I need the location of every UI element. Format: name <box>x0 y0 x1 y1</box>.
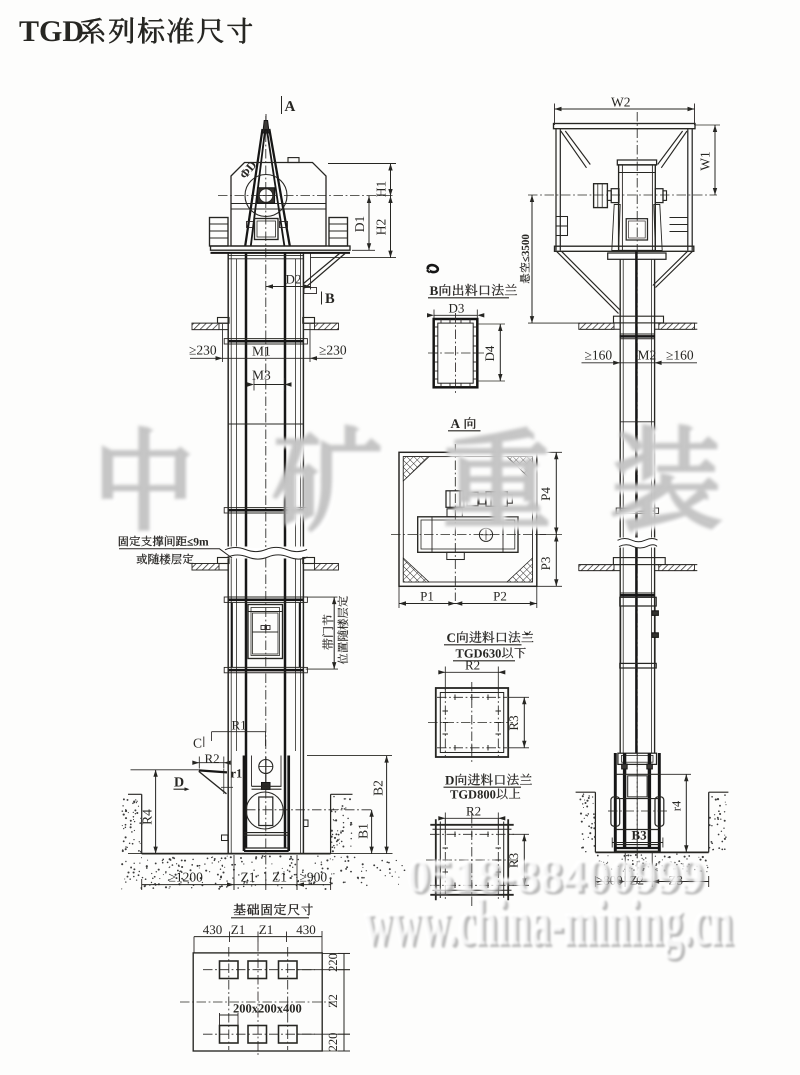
svg-text:D: D <box>174 776 184 791</box>
svg-text:P3: P3 <box>538 557 553 571</box>
svg-text:P2: P2 <box>493 589 507 604</box>
svg-text:R2: R2 <box>466 804 481 819</box>
svg-text:Z3: Z3 <box>669 873 683 888</box>
svg-text:M3: M3 <box>252 368 271 383</box>
svg-text:Z1: Z1 <box>259 922 273 937</box>
svg-text:R2: R2 <box>205 751 220 766</box>
svg-text:M1: M1 <box>252 344 271 359</box>
svg-text:r4: r4 <box>670 800 684 811</box>
svg-text:R3: R3 <box>506 853 521 868</box>
svg-text:P1: P1 <box>420 589 434 604</box>
svg-text:TGD: TGD <box>19 15 84 48</box>
svg-text:220: 220 <box>326 953 340 972</box>
svg-text:R4: R4 <box>140 809 155 825</box>
svg-text:≥160: ≥160 <box>666 348 694 363</box>
svg-text:≥1200: ≥1200 <box>169 870 204 885</box>
svg-text:3500: 3500 <box>520 234 532 257</box>
svg-text:H2: H2 <box>374 219 389 236</box>
svg-text:R2: R2 <box>465 658 480 673</box>
svg-text:B: B <box>325 291 335 307</box>
svg-text:430: 430 <box>203 922 223 937</box>
svg-text:W2: W2 <box>611 95 631 110</box>
svg-text:9m: 9m <box>193 536 209 549</box>
svg-text:www.china-mining.cn: www.china-mining.cn <box>366 888 735 962</box>
svg-text:D: D <box>445 773 454 788</box>
svg-text:C: C <box>447 630 456 645</box>
svg-text:TGD630: TGD630 <box>456 647 502 661</box>
svg-text:≥230: ≥230 <box>319 343 347 358</box>
svg-text:TGD800: TGD800 <box>450 788 496 802</box>
svg-text:≥160: ≥160 <box>585 348 613 363</box>
svg-text:Z1: Z1 <box>272 870 287 885</box>
svg-text:D1: D1 <box>352 216 367 233</box>
svg-text:B: B <box>430 283 439 298</box>
svg-text:0518-88400999: 0518-88400999 <box>406 850 703 902</box>
svg-text:≥900: ≥900 <box>300 870 328 885</box>
svg-text:W1: W1 <box>698 151 713 171</box>
svg-text:B1: B1 <box>356 823 371 839</box>
svg-text:A: A <box>285 99 296 115</box>
svg-text:R3: R3 <box>506 715 521 730</box>
svg-text:Z2: Z2 <box>326 994 340 1008</box>
svg-text:D4: D4 <box>482 345 497 361</box>
svg-text:Z1: Z1 <box>231 922 245 937</box>
svg-text:C: C <box>193 736 202 751</box>
svg-text:D2: D2 <box>286 272 302 287</box>
svg-text:0518-88400999: 0518-88400999 <box>409 853 706 905</box>
svg-text:B2: B2 <box>371 780 386 796</box>
svg-text:≥800: ≥800 <box>596 873 623 888</box>
svg-text:H1: H1 <box>374 181 389 198</box>
svg-text:M2: M2 <box>638 348 657 363</box>
svg-text:≥230: ≥230 <box>189 343 217 358</box>
svg-text:P4: P4 <box>538 487 553 501</box>
svg-text:www.china-mining.cn: www.china-mining.cn <box>363 885 732 959</box>
svg-text:r1: r1 <box>231 767 243 781</box>
svg-text:220: 220 <box>326 1033 340 1052</box>
svg-text:430: 430 <box>296 922 316 937</box>
svg-text:Z2: Z2 <box>630 873 644 888</box>
svg-text:200x200x400: 200x200x400 <box>233 1002 302 1016</box>
svg-text:R1: R1 <box>232 718 247 733</box>
svg-text:A: A <box>451 416 461 431</box>
svg-text:D3: D3 <box>449 301 465 316</box>
svg-text:Z1: Z1 <box>241 870 256 885</box>
svg-text:B3: B3 <box>632 828 648 843</box>
